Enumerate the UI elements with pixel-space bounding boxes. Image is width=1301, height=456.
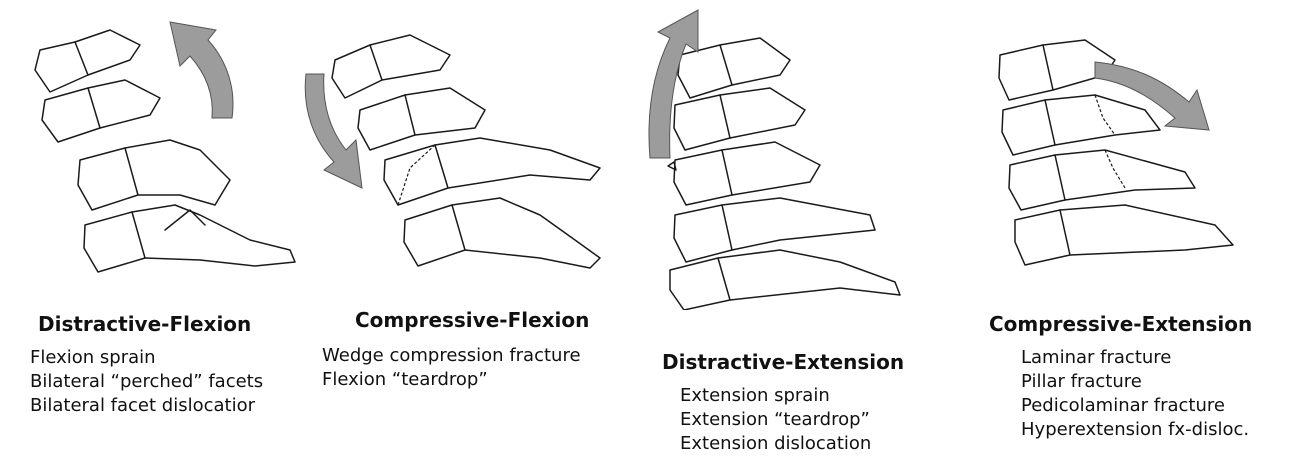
panel-compressive-flexion: Compressive-Flexion Wedge compression fr… <box>300 0 640 449</box>
spine-illustration-distractive-flexion <box>0 0 320 300</box>
panel-compressive-extension: Compressive-Extension Laminar fracture P… <box>985 0 1301 449</box>
curved-arrow-up-icon <box>170 22 233 118</box>
spine-illustration-distractive-extension <box>640 0 980 310</box>
injury-list: Laminar fracture Pillar fracture Pedicol… <box>1021 346 1249 442</box>
list-item: Extension dislocation <box>680 432 871 456</box>
panel-title: Distractive-Flexion <box>38 312 251 336</box>
spine-illustration-compressive-extension <box>985 0 1301 300</box>
curved-arrow-up-icon <box>649 10 698 158</box>
injury-list: Wedge compression fracture Flexion “tear… <box>322 344 581 392</box>
list-item: Hyperextension fx-disloc. <box>1021 418 1249 442</box>
injury-list: Flexion sprain Bilateral “perched” facet… <box>30 346 263 418</box>
curved-arrow-down-icon <box>305 74 362 188</box>
panel-title: Compressive-Extension <box>989 312 1252 336</box>
list-item: Flexion “teardrop” <box>322 368 581 392</box>
list-item: Pillar fracture <box>1021 370 1249 394</box>
panel-title: Distractive-Extension <box>662 350 904 374</box>
vertebra <box>668 38 900 310</box>
list-item: Wedge compression fracture <box>322 344 581 368</box>
spine-illustration-compressive-flexion <box>300 0 640 300</box>
list-item: Extension sprain <box>680 384 871 408</box>
panel-distractive-extension: Distractive-Extension Extension sprain E… <box>640 0 980 449</box>
vertebra <box>332 35 600 268</box>
list-item: Pedicolaminar fracture <box>1021 394 1249 418</box>
injury-list: Extension sprain Extension “teardrop” Ex… <box>680 384 871 456</box>
list-item: Laminar fracture <box>1021 346 1249 370</box>
list-item: Bilateral facet dislocatior <box>30 394 263 418</box>
panel-title: Compressive-Flexion <box>355 308 589 332</box>
list-item: Bilateral “perched” facets <box>30 370 263 394</box>
vertebra <box>35 30 295 272</box>
list-item: Extension “teardrop” <box>680 408 871 432</box>
panel-distractive-flexion: Distractive-Flexion Flexion sprain Bilat… <box>0 0 320 449</box>
list-item: Flexion sprain <box>30 346 263 370</box>
